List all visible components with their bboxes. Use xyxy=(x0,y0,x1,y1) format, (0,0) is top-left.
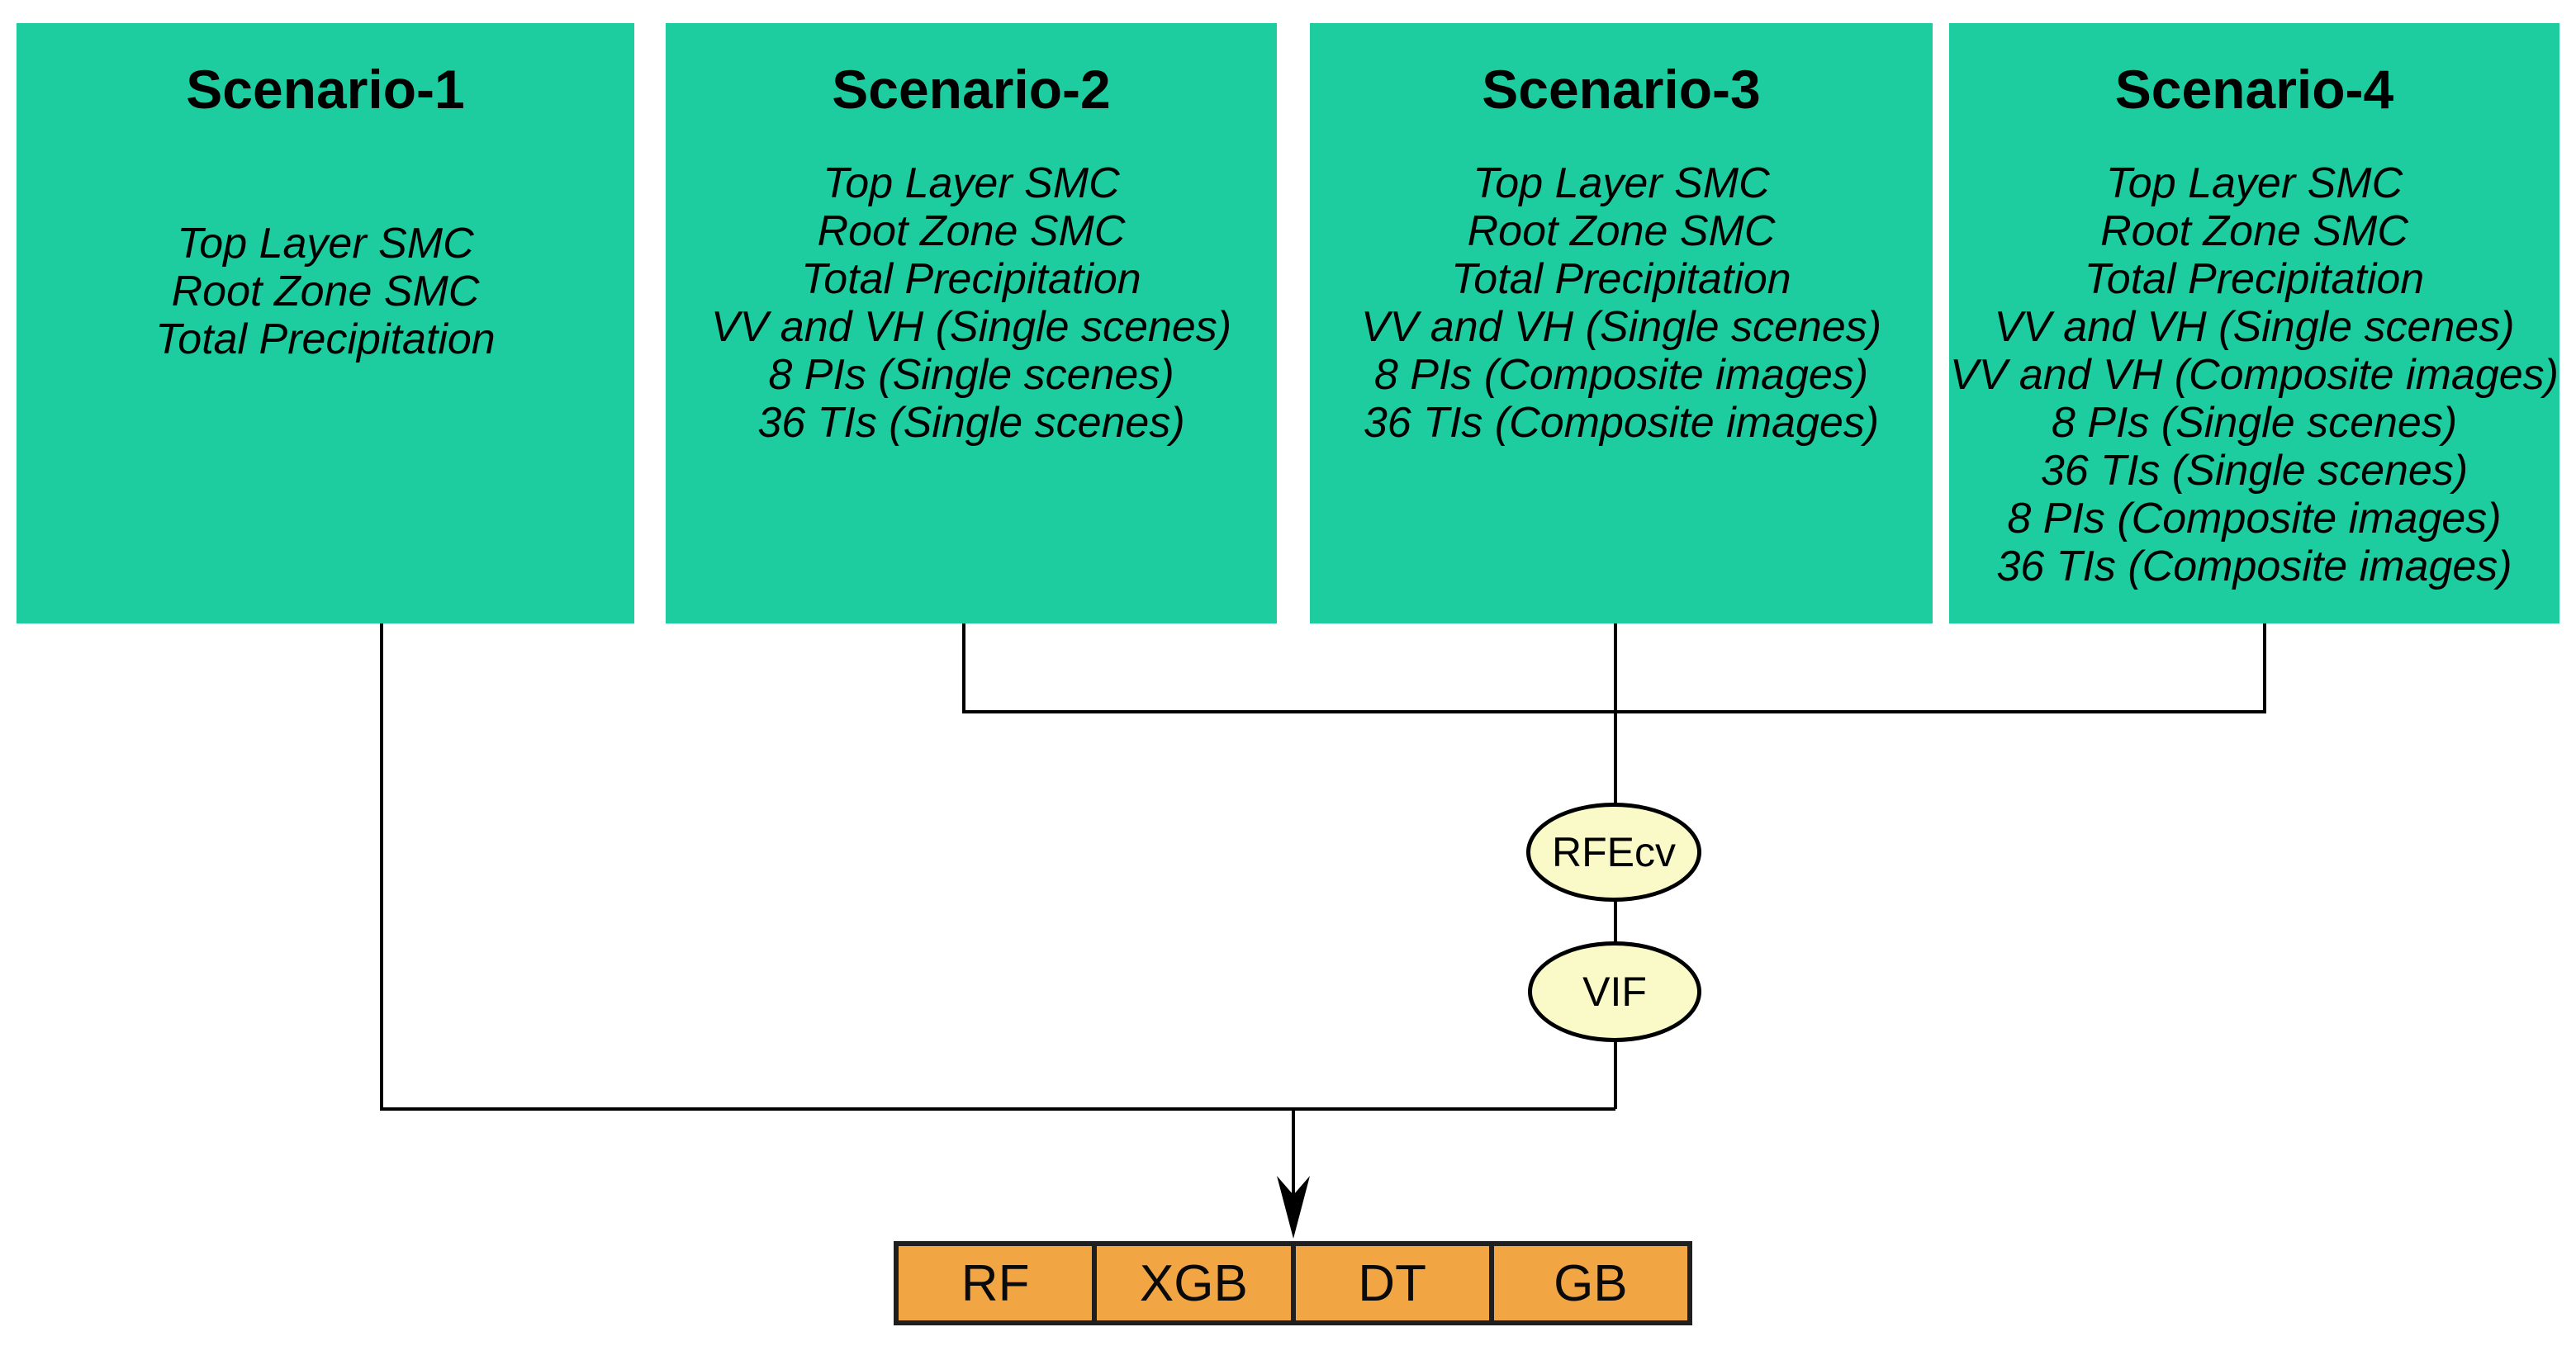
model-cell-gb: GB xyxy=(1493,1246,1687,1320)
feature-item: Root Zone SMC xyxy=(1467,207,1776,255)
model-group: RF XGB DT GB xyxy=(894,1241,1692,1325)
model-cell-xgb: XGB xyxy=(1097,1246,1291,1320)
feature-item: Root Zone SMC xyxy=(817,207,1126,255)
feature-item: Total Precipitation xyxy=(801,255,1141,303)
feature-item: Root Zone SMC xyxy=(171,268,480,315)
feature-item: Total Precipitation xyxy=(2084,255,2425,303)
feature-item: Top Layer SMC xyxy=(177,220,474,268)
arrow-head-icon xyxy=(1277,1176,1310,1239)
scenario-title: Scenario-1 xyxy=(186,59,465,120)
feature-item: 36 TIs (Composite images) xyxy=(1996,543,2512,590)
vif-label: VIF xyxy=(1582,969,1647,1015)
feature-item: Top Layer SMC xyxy=(2105,159,2403,207)
feature-item: 36 TIs (Composite images) xyxy=(1363,399,1880,447)
feature-item: 8 PIs (Single scenes) xyxy=(768,351,1174,399)
model-label-dt: DT xyxy=(1358,1254,1426,1312)
feature-item: Total Precipitation xyxy=(1451,255,1791,303)
feature-item: VV and VH (Single scenes) xyxy=(1994,303,2515,351)
feature-item: VV and VH (Composite images) xyxy=(1950,351,2559,399)
feature-item: Root Zone SMC xyxy=(2100,207,2408,255)
vif-node: VIF xyxy=(1528,941,1701,1042)
model-cell-rf: RF xyxy=(899,1246,1093,1320)
rfecv-label: RFEcv xyxy=(1552,829,1676,875)
model-label-gb: GB xyxy=(1554,1254,1628,1312)
model-label-xgb: XGB xyxy=(1139,1254,1248,1312)
feature-item: 8 PIs (Composite images) xyxy=(1373,351,1869,399)
feature-item: 8 PIs (Composite images) xyxy=(2007,495,2502,543)
scenario-title: Scenario-3 xyxy=(1482,59,1761,120)
rfecv-node: RFEcv xyxy=(1526,803,1701,902)
scenario-title: Scenario-4 xyxy=(2114,59,2394,120)
feature-item: VV and VH (Single scenes) xyxy=(1360,303,1882,351)
feature-item: VV and VH (Single scenes) xyxy=(710,303,1232,351)
scenario-title: Scenario-2 xyxy=(832,59,1111,120)
feature-item: 36 TIs (Single scenes) xyxy=(2040,447,2469,495)
model-cell-dt: DT xyxy=(1295,1246,1489,1320)
model-label-rf: RF xyxy=(961,1254,1030,1312)
feature-item: Top Layer SMC xyxy=(823,159,1120,207)
feature-item: Total Precipitation xyxy=(155,315,496,363)
feature-item: 36 TIs (Single scenes) xyxy=(757,399,1185,447)
feature-item: 8 PIs (Single scenes) xyxy=(2051,399,2458,447)
feature-item: Top Layer SMC xyxy=(1473,159,1770,207)
